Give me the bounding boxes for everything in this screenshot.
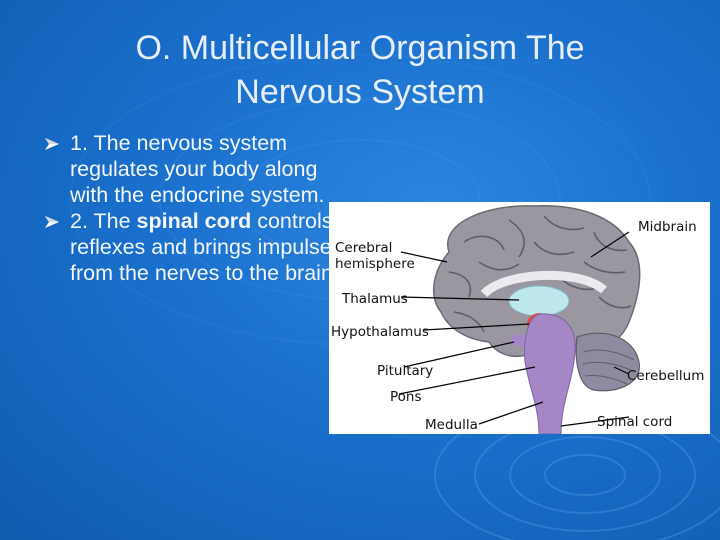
- label-hemisphere: hemisphere: [335, 256, 415, 272]
- label-thalamus: Thalamus: [342, 291, 408, 307]
- arrow-bullet-icon: [44, 137, 60, 151]
- label-spinal-cord: Spinal cord: [597, 414, 673, 430]
- bullet-text-continued: controls reflexes and brings impulses fr…: [70, 209, 343, 285]
- label-midbrain: Midbrain: [638, 219, 697, 235]
- label-pons: Pons: [390, 389, 422, 405]
- bullet-text: 1. The nervous system regulates your bod…: [70, 131, 325, 207]
- slide-title: O. Multicellular Organism The Nervous Sy…: [60, 26, 660, 114]
- label-cerebral: Cerebral: [335, 240, 393, 256]
- thalamus-shape: [508, 285, 570, 317]
- title-line-2: Nervous System: [235, 73, 485, 111]
- bullet-text: 2. The: [70, 209, 137, 233]
- pituitary-shape: [511, 334, 527, 346]
- bullet-item: 2. The spinal cord controls reflexes and…: [44, 208, 344, 286]
- bullet-bold-term: spinal cord: [136, 209, 252, 233]
- label-pituitary: Pituitary: [377, 363, 434, 379]
- title-line-1: O. Multicellular Organism The: [135, 29, 585, 67]
- brain-illustration: [398, 205, 641, 434]
- bullet-item: 1. The nervous system regulates your bod…: [44, 130, 344, 208]
- label-medulla: Medulla: [425, 417, 478, 433]
- label-hypothalamus: Hypothalamus: [331, 324, 429, 340]
- arrow-bullet-icon: [44, 215, 60, 229]
- bullet-list: 1. The nervous system regulates your bod…: [44, 130, 344, 286]
- brainstem-shape: [524, 313, 576, 434]
- brain-diagram: Midbrain Cerebral hemisphere Thalamus Hy…: [329, 202, 710, 434]
- label-cerebellum: Cerebellum: [627, 368, 705, 384]
- cerebellum-shape: [575, 332, 640, 392]
